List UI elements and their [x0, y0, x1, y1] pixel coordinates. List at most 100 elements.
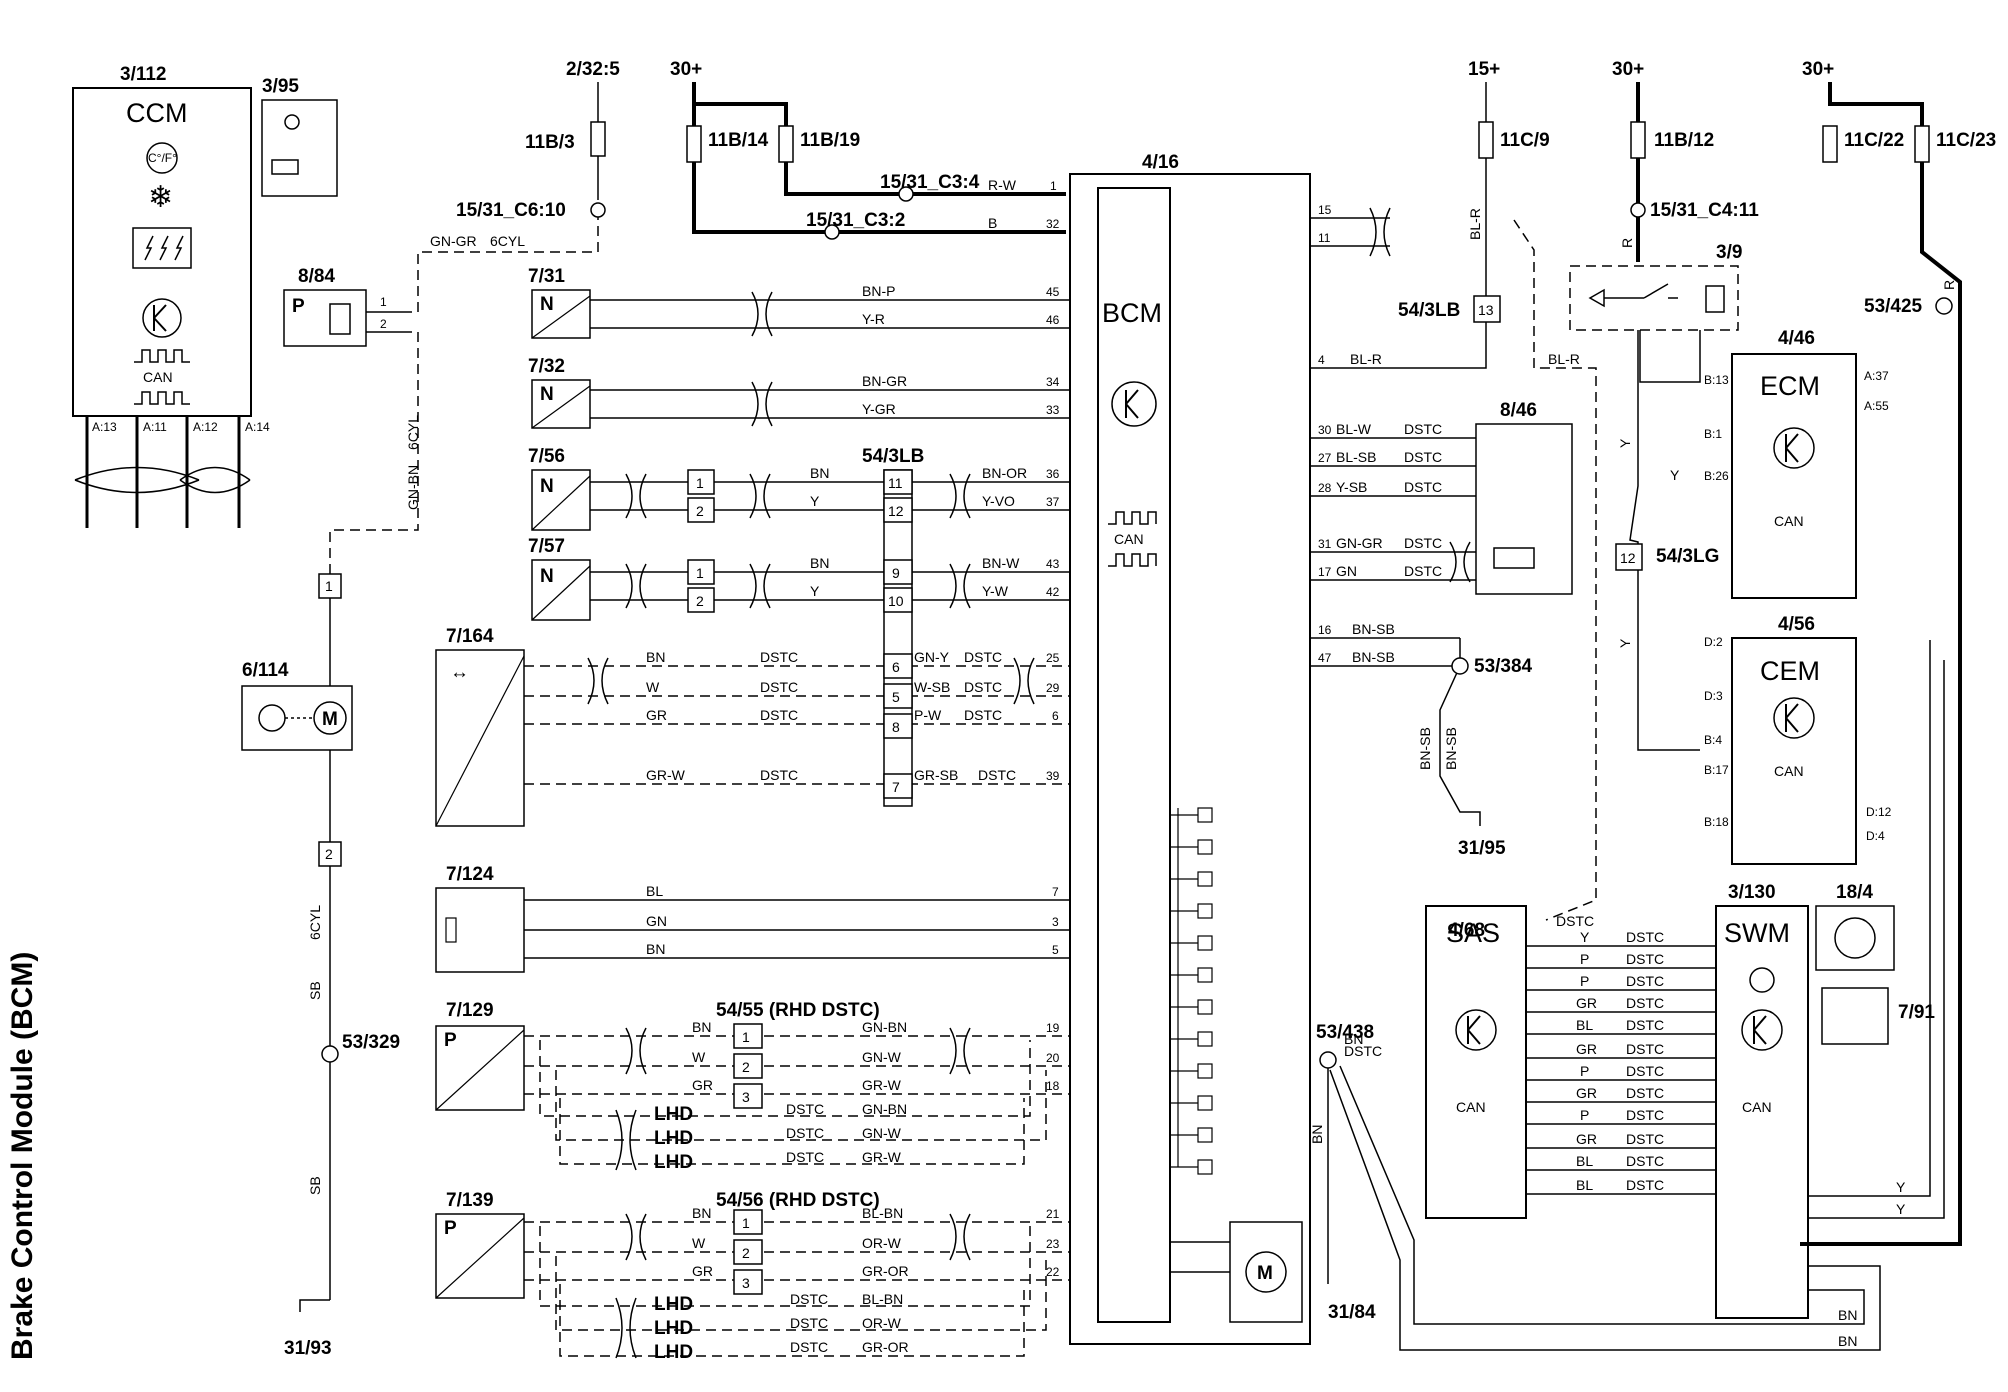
lhd-label-5: LHD	[654, 1318, 693, 1339]
can-node-icon	[142, 298, 182, 338]
cem-pin-d3: D:3	[1704, 689, 1723, 703]
wire-dstc-17: DSTC	[790, 1291, 828, 1307]
wire-y-gr: Y-GR	[862, 401, 896, 417]
wire-bn-5: BN	[692, 1019, 711, 1035]
svg-text:33: 33	[1046, 403, 1060, 417]
wire-dstc-21: DSTC	[1556, 913, 1594, 929]
lhd-label-6: LHD	[654, 1342, 693, 1363]
svg-text:25: 25	[1046, 651, 1060, 665]
svg-text:3: 3	[1052, 915, 1059, 929]
component-8-46	[1475, 423, 1573, 595]
svg-text:31: 31	[1318, 537, 1332, 551]
wire-gn-bn-6: GN-BN	[862, 1101, 907, 1117]
wire-gn-gr: GN-GR	[430, 233, 477, 249]
wire-dstc-18: DSTC	[790, 1315, 828, 1331]
wire-y-vo: Y-VO	[982, 493, 1015, 509]
diagram-title: Brake Control Module (BCM)	[6, 952, 39, 1360]
svg-text:46: 46	[1046, 313, 1060, 327]
wire-dstc-3: DSTC	[1404, 479, 1442, 495]
wire-gr-w-5: GR-W	[862, 1077, 902, 1093]
fuse-11c-9	[1478, 121, 1494, 159]
sas-wire-p-4: P	[1580, 1107, 1589, 1123]
svg-text:6: 6	[1052, 709, 1059, 723]
sas-node-icon	[1455, 1009, 1497, 1051]
wire-gr-or-8: GR-OR	[862, 1339, 909, 1355]
ecm-name: ECM	[1760, 371, 1820, 401]
swm-name: SWM	[1724, 918, 1790, 948]
svg-text:29: 29	[1046, 681, 1060, 695]
wire-dstc-15: DSTC	[786, 1125, 824, 1141]
wire-dstc-13: DSTC	[978, 767, 1016, 783]
wire-gn: GN	[1336, 563, 1357, 579]
wire-gn-gr-2: GN-GR	[1336, 535, 1383, 551]
component-7-91	[1821, 987, 1889, 1045]
connector-pin-2	[318, 841, 342, 867]
ground-53-384-label: 53/384	[1474, 656, 1533, 677]
wire-gn-w-6: GN-W	[862, 1125, 902, 1141]
wire-gn-y: GN-Y	[914, 649, 950, 665]
svg-text:4: 4	[1318, 353, 1325, 367]
svg-text:1: 1	[742, 1029, 750, 1045]
sas-wire-gr-4: GR	[1576, 1131, 1597, 1147]
sas-wire-gr: GR	[1576, 995, 1597, 1011]
svg-text:27: 27	[1318, 451, 1332, 465]
svg-text:5: 5	[1052, 943, 1059, 957]
sensor-7-31-ref: 7/31	[528, 266, 565, 287]
svg-text:13: 13	[1478, 302, 1494, 318]
swm-node-icon	[1741, 1009, 1783, 1051]
wire-bl-w: BL-W	[1336, 421, 1372, 437]
splice-c4-11-label: 15/31_C4:11	[1650, 200, 1759, 221]
sas-wire-y: Y	[1580, 929, 1590, 945]
cem-module: 4/56 CEM CAN D:2 D:3 B:4 B:17 B:18 D:12 …	[1704, 614, 1892, 865]
svg-text:5: 5	[892, 689, 900, 705]
wire-w-sb: W-SB	[914, 679, 950, 695]
twisted-pair-icon	[74, 466, 251, 494]
svg-text:42: 42	[1046, 585, 1060, 599]
sensor-7-57-ref: 7/57	[528, 536, 565, 557]
cem-node-icon	[1773, 697, 1815, 739]
svg-text:2: 2	[742, 1245, 750, 1261]
cem-name: CEM	[1760, 656, 1820, 686]
sas-can-label: CAN	[1456, 1099, 1486, 1115]
component-18-4	[1815, 905, 1895, 971]
cem-can-label: CAN	[1774, 763, 1804, 779]
swm-can-label: CAN	[1742, 1099, 1772, 1115]
svg-text:1: 1	[742, 1215, 750, 1231]
ground-53-329	[321, 1045, 339, 1063]
ground-31-84-label: 31/84	[1328, 1302, 1376, 1323]
wire-bn-2: BN	[810, 555, 829, 571]
wire-gr-w-6: GR-W	[862, 1149, 902, 1165]
svg-text:10: 10	[888, 593, 904, 609]
sas-ref: 4/68	[1448, 920, 1485, 941]
wire-bn-10: BN	[1344, 1031, 1363, 1047]
svg-text:18: 18	[1046, 1079, 1060, 1093]
ground-31-93-label: 31/93	[284, 1338, 332, 1359]
fuse-11b-12	[1630, 121, 1646, 159]
svg-text:3: 3	[742, 1275, 750, 1291]
wire-bn-sb: BN-SB	[1352, 621, 1395, 637]
wire-w-7: W	[692, 1235, 706, 1251]
power-30plus-1: 30+	[670, 59, 702, 80]
heater-icon	[132, 227, 192, 269]
ccm-pin-a11: A:11	[143, 420, 167, 434]
svg-text:22: 22	[1046, 1265, 1060, 1279]
component-7-124	[435, 887, 525, 973]
svg-text:28: 28	[1318, 481, 1332, 495]
wire-bl-bn-7: BL-BN	[862, 1205, 903, 1221]
fuse-11c-22-label: 11C/22	[1844, 130, 1904, 151]
svg-text:11: 11	[888, 475, 903, 491]
sas-wire-bl-2: BL	[1576, 1153, 1593, 1169]
wire-gr-5: GR	[692, 1077, 713, 1093]
svg-text:7: 7	[892, 779, 900, 795]
bcm-module: 4/16 BCM CAN M	[1069, 152, 1311, 1345]
fuse-11b-12-label: 11B/12	[1654, 130, 1714, 151]
svg-text:1: 1	[1050, 179, 1057, 193]
cem-pin-d12: D:12	[1866, 805, 1892, 819]
wire-y-r1: Y	[1896, 1179, 1906, 1195]
sensor-7-32: 7/32 N	[528, 356, 591, 429]
wire-6cyl: 6CYL	[490, 233, 525, 249]
svg-text:M: M	[322, 709, 338, 730]
connector-54-3lg-12	[1615, 543, 1643, 571]
ccm-can-label: CAN	[143, 369, 173, 385]
svg-text:21: 21	[1046, 1207, 1060, 1221]
